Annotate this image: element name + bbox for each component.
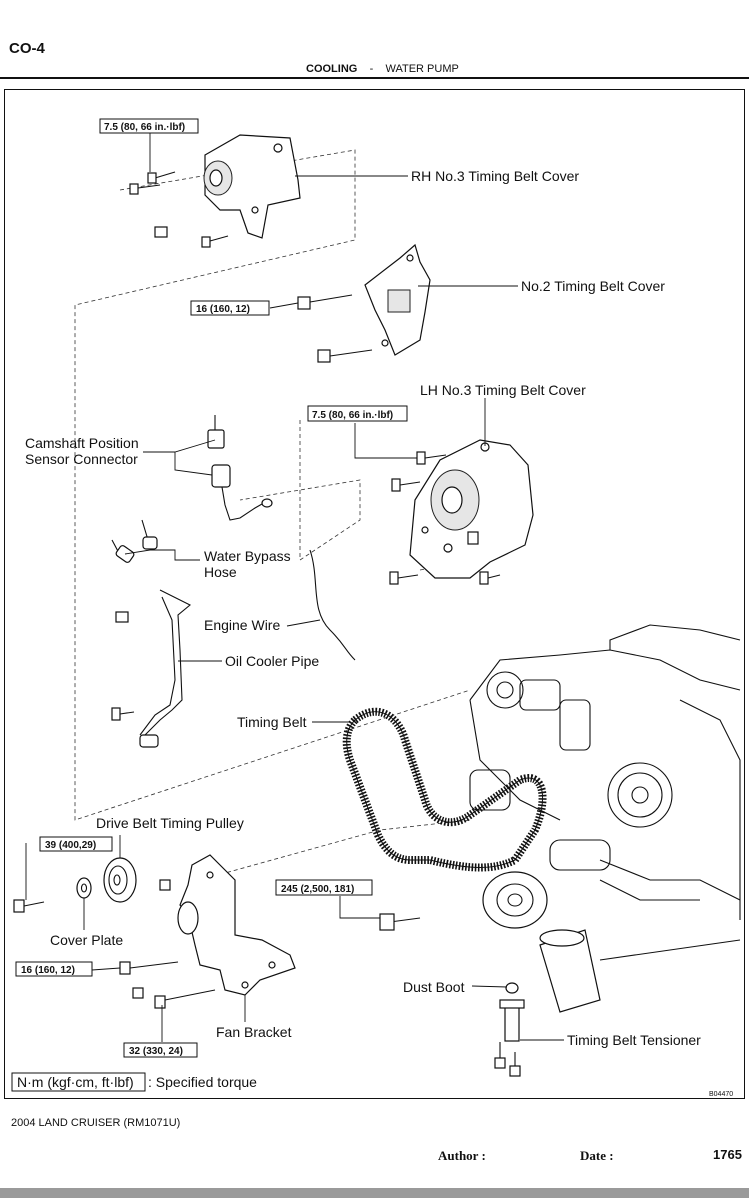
torque-callout-crank-bolt: 245 (2,500, 181) (275, 879, 373, 896)
legend-text: : Specified torque (148, 1074, 257, 1090)
header-rule (0, 77, 749, 79)
label-dust-boot: Dust Boot (403, 979, 465, 995)
torque-callout-no2-cover: 16 (160, 12) (190, 300, 270, 316)
label-water-bypass-line2: Hose (204, 564, 237, 580)
label-oil-cooler-pipe: Oil Cooler Pipe (225, 653, 319, 669)
cover-plate-part (76, 877, 92, 899)
bottom-bar (0, 1188, 749, 1198)
footer-doc-id: 2004 LAND CRUISER (RM1071U) (11, 1117, 181, 1129)
svg-text:39 (400,29): 39 (400,29) (45, 840, 96, 851)
svg-text:245 (2,500, 181): 245 (2,500, 181) (281, 884, 354, 895)
label-camshaft-line2: Sensor Connector (25, 451, 138, 467)
torque-callout-rh-cover: 7.5 (80, 66 in.·lbf) (99, 118, 199, 134)
bolts (111, 171, 521, 1077)
dust-boot-part (505, 982, 519, 994)
label-fan-bracket: Fan Bracket (216, 1024, 292, 1040)
timing-belt-tensioner-part (499, 999, 525, 1042)
svg-text:16 (160, 12): 16 (160, 12) (21, 965, 75, 976)
label-rh-no3-cover: RH No.3 Timing Belt Cover (411, 168, 579, 184)
subsection-name: WATER PUMP (385, 63, 459, 75)
no2-cover-part (364, 243, 431, 356)
drive-belt-timing-pulley-part (103, 857, 137, 903)
section-name: COOLING (306, 63, 358, 75)
tensioner-cylinder-part (539, 929, 601, 1013)
engine-block (469, 624, 741, 961)
date-label: Date : (580, 1148, 614, 1163)
label-engine-wire: Engine Wire (204, 617, 280, 633)
rh-no3-cover-part (203, 134, 301, 239)
label-water-bypass-line1: Water Bypass (204, 548, 291, 564)
torque-callout-fan-bracket-1: 16 (160, 12) (15, 961, 93, 977)
water-bypass-hose-part (111, 519, 158, 563)
page-number: 1765 (713, 1147, 742, 1162)
crank-pulley-part (482, 871, 548, 929)
figure-id: B04470 (709, 1091, 733, 1098)
lh-no3-cover-part (409, 439, 534, 579)
oil-cooler-pipe-part (139, 589, 191, 748)
svg-text:32 (330, 24): 32 (330, 24) (129, 1046, 183, 1057)
leader-lines (25, 133, 564, 1042)
label-timing-belt-tensioner: Timing Belt Tensioner (567, 1032, 701, 1048)
svg-text:16 (160, 12): 16 (160, 12) (196, 304, 250, 315)
svg-text:7.5 (80, 66 in.·lbf): 7.5 (80, 66 in.·lbf) (312, 410, 393, 421)
label-camshaft-line1: Camshaft Position (25, 435, 139, 451)
page-header: COOLING - WATER PUMP (306, 63, 459, 75)
legend-unit: N·m (kgf·cm, ft·lbf) (17, 1074, 134, 1090)
header-separator: - (369, 63, 374, 75)
label-no2-cover: No.2 Timing Belt Cover (521, 278, 665, 294)
section-code: CO-4 (9, 40, 45, 57)
camshaft-sensor-connector-part (207, 415, 273, 521)
fan-bracket-part (177, 854, 296, 996)
torque-callout-lh-cover: 7.5 (80, 66 in.·lbf) (307, 405, 408, 422)
figure-frame (4, 89, 745, 1099)
torque-callout-fan-bracket-2: 32 (330, 24) (123, 1042, 198, 1058)
engine-wire-part (309, 549, 356, 661)
torque-legend: N·m (kgf·cm, ft·lbf) : Specified torque (11, 1072, 257, 1092)
drive-pulley-bolt-part (13, 899, 45, 913)
label-lh-no3-cover: LH No.3 Timing Belt Cover (420, 382, 586, 398)
label-timing-belt: Timing Belt (237, 714, 307, 730)
svg-text:7.5 (80, 66 in.·lbf): 7.5 (80, 66 in.·lbf) (104, 122, 185, 133)
author-label: Author : (438, 1148, 486, 1163)
timing-belt-part (342, 707, 547, 872)
torque-callout-drive-pulley: 39 (400,29) (39, 836, 113, 852)
label-drive-belt-pulley: Drive Belt Timing Pulley (96, 815, 244, 831)
label-cover-plate: Cover Plate (50, 932, 123, 948)
